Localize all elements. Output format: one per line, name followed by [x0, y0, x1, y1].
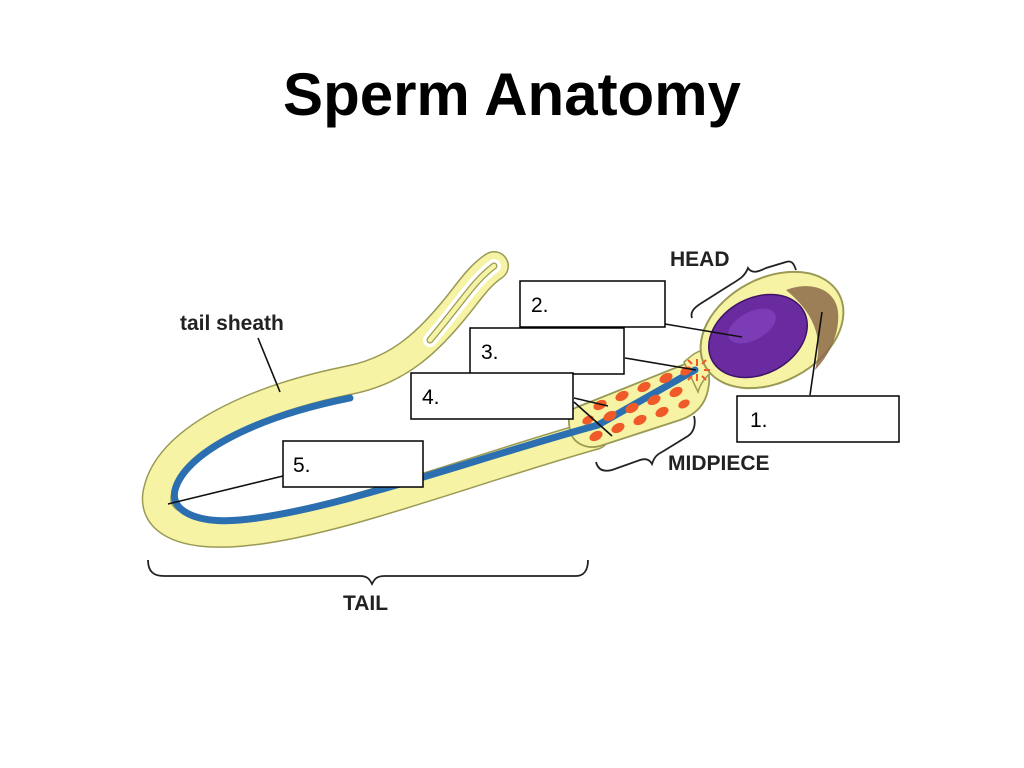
head-label: HEAD [670, 248, 730, 271]
midpiece-bracket [595, 415, 696, 472]
leader-1 [809, 311, 823, 396]
label-box-5[interactable]: 5. [282, 440, 424, 488]
leader-4a [573, 397, 609, 407]
tail-sheath-label: tail sheath [180, 312, 284, 335]
leader-2 [664, 323, 743, 338]
head-bracket [690, 260, 797, 319]
tail-bracket [147, 559, 589, 587]
label-box-1-number: 1. [750, 409, 768, 432]
label-box-2[interactable]: 2. [519, 280, 666, 328]
label-box-2-number: 2. [531, 294, 549, 317]
leader-3 [624, 357, 697, 371]
leader-5 [167, 475, 284, 505]
label-box-4[interactable]: 4. [410, 372, 574, 420]
tail-label: TAIL [343, 592, 388, 615]
acrosome [786, 286, 839, 370]
centriole [683, 359, 710, 381]
sperm-cell [141, 251, 845, 548]
label-box-3-number: 3. [481, 341, 499, 364]
page-title: Sperm Anatomy [283, 61, 741, 128]
label-box-4-number: 4. [422, 386, 440, 409]
label-box-1[interactable]: 1. [736, 395, 900, 443]
label-box-3[interactable]: 3. [469, 327, 625, 375]
label-box-5-number: 5. [293, 454, 311, 477]
midpiece-label: MIDPIECE [668, 452, 770, 475]
leader-4b [573, 401, 613, 437]
leader-tail-sheath [257, 337, 281, 393]
axial-filament [170, 366, 699, 525]
